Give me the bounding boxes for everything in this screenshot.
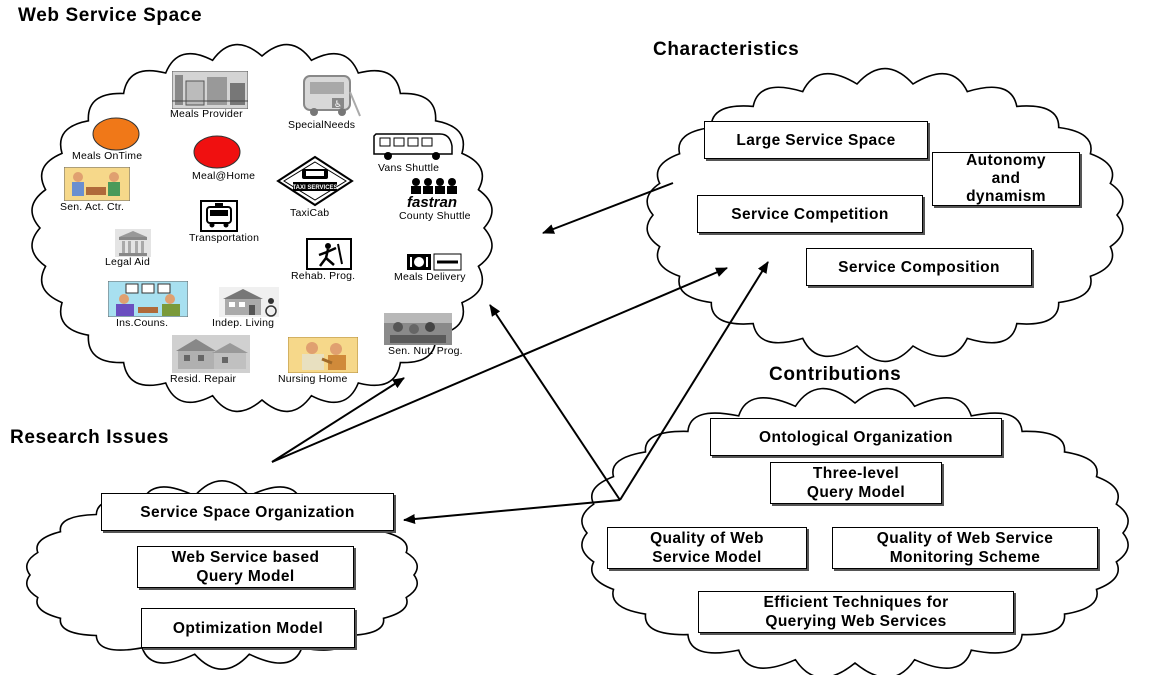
meal-at-home-circle bbox=[193, 135, 241, 169]
independent-living-icon bbox=[219, 287, 279, 317]
rehab-icon bbox=[306, 238, 352, 270]
sen-act-ctr-label: Sen. Act. Ctr. bbox=[60, 201, 125, 213]
large-service-space-text: Large Service Space bbox=[736, 131, 896, 149]
research-issues-heading: Research Issues bbox=[10, 427, 169, 448]
meals-ontime-label: Meals OnTime bbox=[72, 150, 143, 162]
efficient-techniques-box: Efficient Techniques for Querying Web Se… bbox=[698, 591, 1014, 633]
characteristics-cloud bbox=[646, 67, 1124, 363]
three-level-query-text: Three-level Query Model bbox=[806, 465, 906, 501]
large-service-space-box: Large Service Space bbox=[704, 121, 928, 159]
arrow-contributions-to-characteristics bbox=[619, 261, 769, 501]
special-needs-label: SpecialNeeds bbox=[288, 119, 356, 131]
resid-repair-label: Resid. Repair bbox=[170, 373, 237, 385]
transportation-label: Transportation bbox=[189, 232, 260, 244]
service-competition-box: Service Competition bbox=[697, 195, 923, 233]
autonomy-dynamism-text: Autonomy and dynamism bbox=[966, 152, 1046, 205]
service-composition-box: Service Composition bbox=[806, 248, 1032, 286]
county-shuttle-icon: fastran bbox=[407, 178, 457, 210]
web-service-space-heading: Web Service Space bbox=[18, 5, 203, 26]
web-service-query-model-box: Web Service based Query Model bbox=[137, 546, 354, 588]
taxi-services-sign: TAXI SERVICES bbox=[292, 185, 337, 191]
vans-shuttle-label: Vans Shuttle bbox=[378, 162, 440, 174]
ins-couns-label: Ins.Couns. bbox=[116, 317, 169, 329]
fastran-logo: fastran bbox=[407, 194, 457, 210]
rehab-prog-label: Rehab. Prog. bbox=[291, 270, 356, 282]
senior-activity-icon bbox=[64, 167, 130, 201]
service-space-organization-box: Service Space Organization bbox=[101, 493, 394, 531]
meals-ontime-circle bbox=[92, 117, 140, 151]
optimization-model-box: Optimization Model bbox=[141, 608, 355, 648]
contributions-cloud bbox=[581, 387, 1129, 675]
arrow-contributions-to-webspace bbox=[489, 304, 621, 501]
web-service-query-model-text: Web Service based Query Model bbox=[171, 549, 320, 585]
quality-monitoring-scheme-box: Quality of Web Service Monitoring Scheme bbox=[832, 527, 1098, 569]
meals-delivery-label: Meals Delivery bbox=[394, 271, 466, 283]
service-competition-text: Service Competition bbox=[731, 205, 889, 223]
service-composition-text: Service Composition bbox=[838, 258, 1000, 276]
wheelchair-bus-icon: ♿ bbox=[303, 75, 361, 117]
ontological-organization-text: Ontological Organization bbox=[759, 428, 953, 446]
autonomy-dynamism-box: Autonomy and dynamism bbox=[932, 152, 1080, 206]
indep-living-label: Indep. Living bbox=[212, 317, 275, 329]
insurance-counseling-icon bbox=[108, 281, 188, 317]
web-service-space-cloud bbox=[31, 43, 493, 413]
meals-provider-icon bbox=[172, 71, 248, 109]
meal-at-home-label: Meal@Home bbox=[192, 170, 256, 182]
arrow-contributions-to-research bbox=[403, 499, 621, 524]
nursing-home-label: Nursing Home bbox=[278, 373, 348, 385]
three-level-query-box: Three-level Query Model bbox=[770, 462, 942, 504]
svg-text:♿: ♿ bbox=[334, 100, 342, 110]
quality-monitoring-scheme-text: Quality of Web Service Monitoring Scheme bbox=[876, 530, 1054, 566]
characteristics-heading: Characteristics bbox=[653, 39, 800, 60]
quality-web-service-model-text: Quality of Web Service Model bbox=[650, 530, 764, 566]
quality-web-service-model-box: Quality of Web Service Model bbox=[607, 527, 807, 569]
taxicab-label: TaxiCab bbox=[290, 207, 330, 219]
taxi-icon: TAXI SERVICES bbox=[276, 155, 354, 207]
meals-delivery-icon bbox=[407, 253, 462, 271]
arrow-research-to-webspace bbox=[271, 377, 405, 463]
optimization-model-text: Optimization Model bbox=[172, 619, 324, 637]
meals-provider-label: Meals Provider bbox=[170, 108, 243, 120]
residential-repair-icon bbox=[172, 335, 250, 373]
sen-nut-prog-label: Sen. Nut. Prog. bbox=[388, 345, 463, 357]
service-space-organization-text: Service Space Organization bbox=[140, 503, 355, 521]
van-icon bbox=[373, 133, 453, 160]
courthouse-icon bbox=[115, 229, 151, 257]
county-shuttle-label: County Shuttle bbox=[399, 210, 471, 222]
senior-nutrition-icon bbox=[384, 313, 452, 345]
transportation-icon bbox=[200, 200, 238, 232]
contributions-heading: Contributions bbox=[769, 364, 902, 385]
ontological-organization-box: Ontological Organization bbox=[710, 418, 1002, 456]
arrow-research-to-characteristics bbox=[271, 267, 728, 463]
arrow-characteristics-to-webspace bbox=[542, 182, 674, 234]
nursing-home-icon bbox=[288, 337, 358, 373]
efficient-techniques-text: Efficient Techniques for Querying Web Se… bbox=[763, 594, 949, 630]
legal-aid-label: Legal Aid bbox=[105, 256, 151, 268]
